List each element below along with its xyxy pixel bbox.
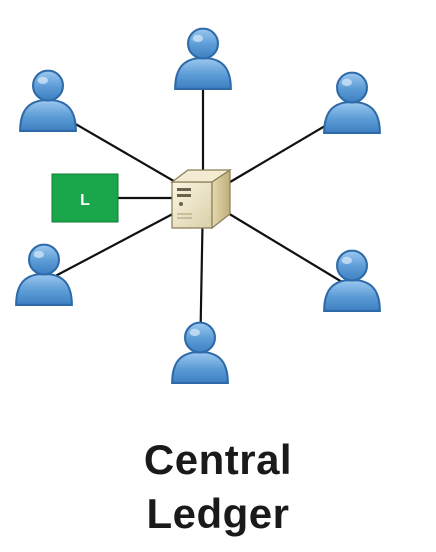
caption-line-ledger: Ledger — [146, 490, 290, 537]
ledger-box: L — [51, 173, 119, 223]
user-lower-left-icon — [15, 243, 73, 306]
user-lower-right-icon — [323, 249, 381, 312]
ledger-label: L — [80, 192, 90, 209]
user-bottom-icon — [171, 321, 229, 384]
user-upper-right-icon — [323, 71, 381, 134]
user-upper-left-icon — [19, 69, 77, 132]
user-top-icon — [174, 27, 232, 90]
caption-line-central: Central — [143, 436, 293, 483]
server-icon — [170, 168, 232, 230]
